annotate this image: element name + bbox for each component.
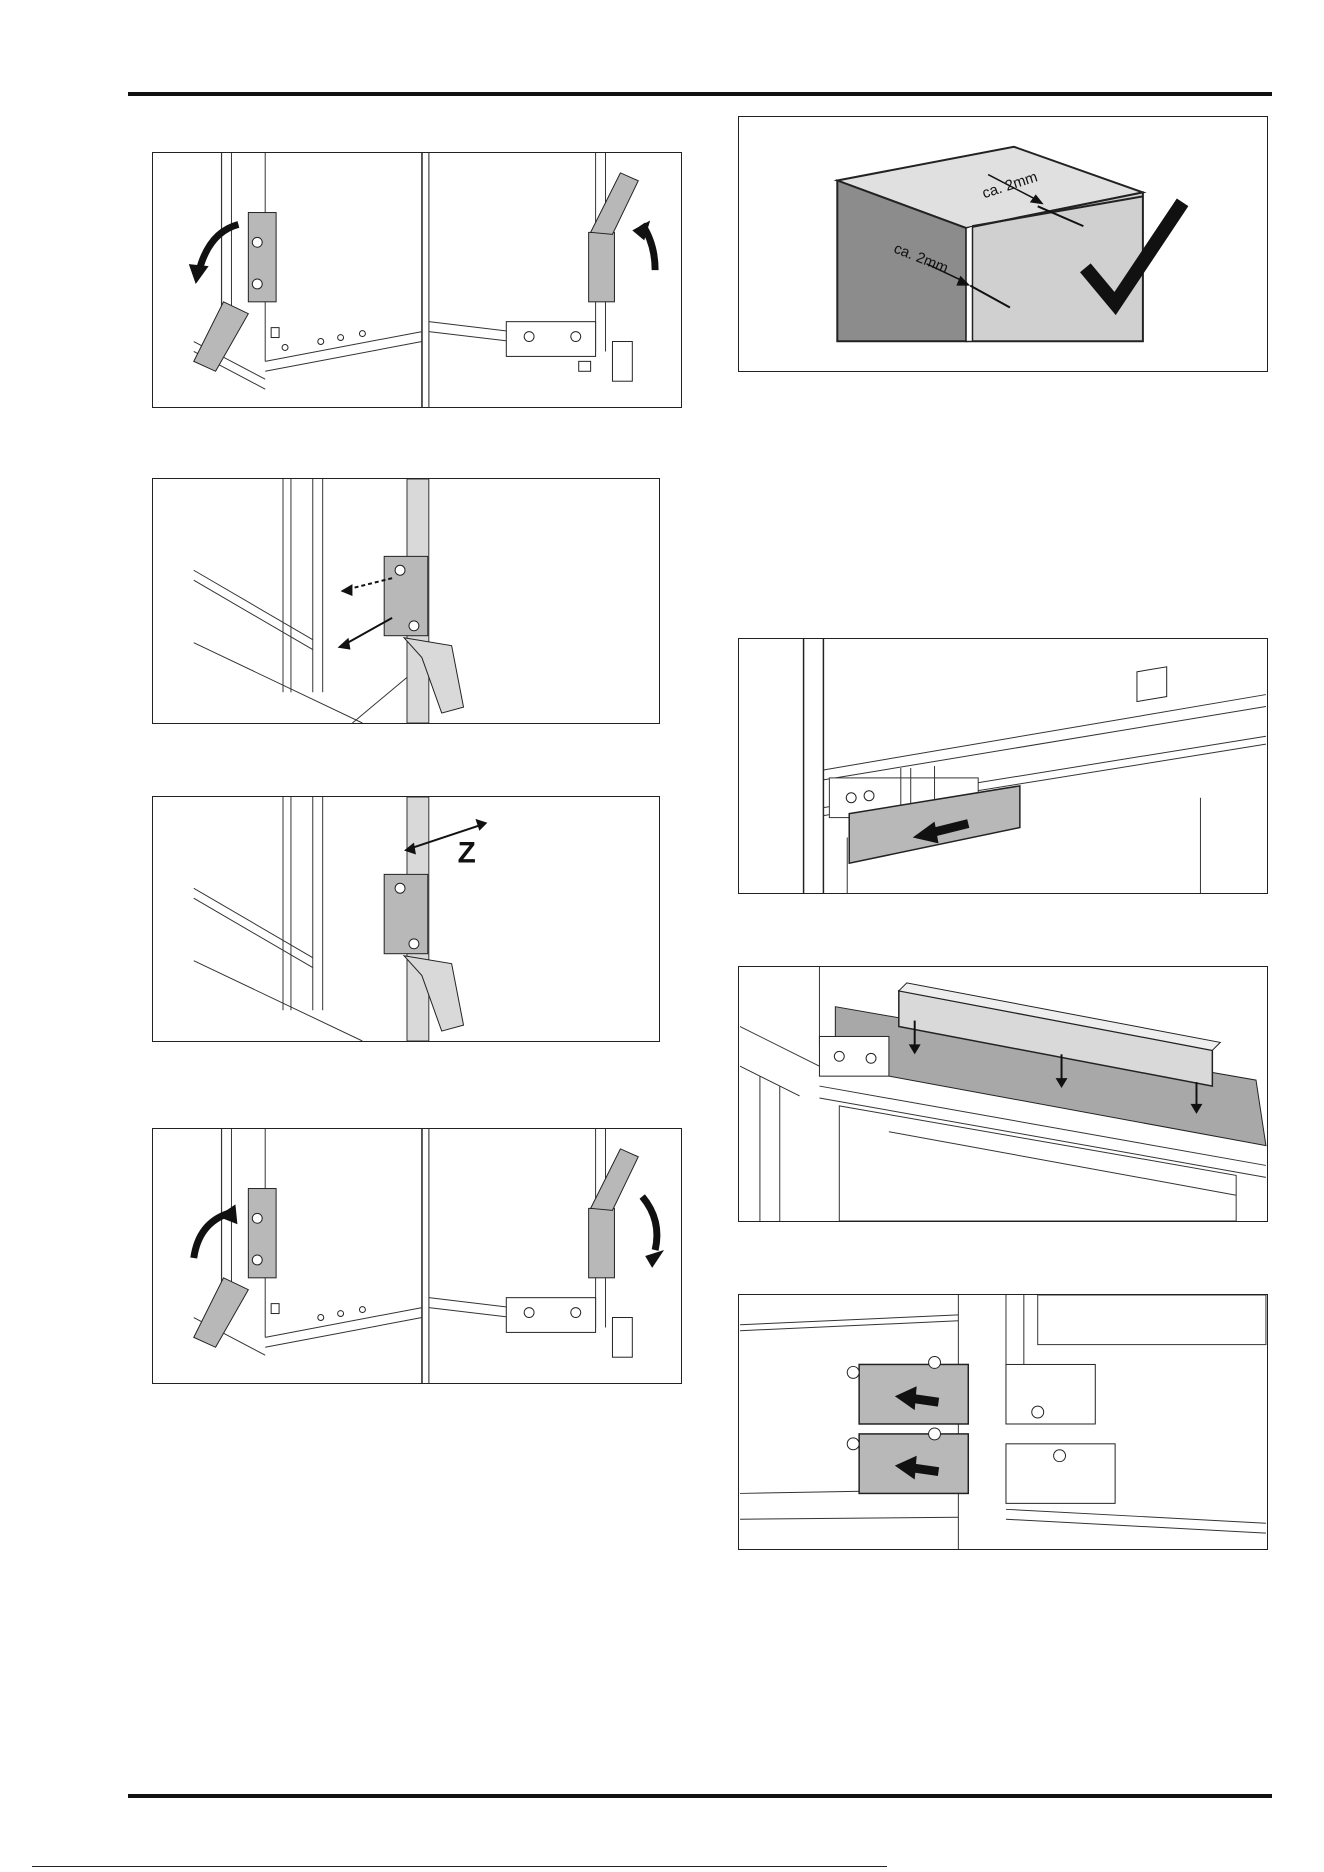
footer-rule <box>128 1794 1272 1798</box>
figure-hinge-alignment <box>152 478 660 724</box>
cover-insertion-illustration <box>739 639 1267 893</box>
top-strip-illustration <box>739 967 1267 1221</box>
footer-hairline <box>32 1866 887 1867</box>
figure-refit-hinge-cover <box>152 1128 682 1384</box>
header-rule <box>128 92 1272 96</box>
figure-top-strip-fitting <box>738 966 1268 1222</box>
z-axis-label: Z <box>458 836 476 869</box>
figure-gap-check: ca. 2mm ca. 2mm <box>738 116 1268 372</box>
hinge-cover-removal-illustration <box>153 153 681 407</box>
figure-hinge-covers <box>738 1294 1268 1550</box>
hinge-cover-refit-illustration <box>153 1129 681 1383</box>
z-adjustment-illustration: Z <box>153 797 659 1041</box>
gap-check-illustration: ca. 2mm ca. 2mm <box>739 117 1267 371</box>
hinge-alignment-illustration <box>153 479 659 723</box>
figure-z-adjustment: Z <box>152 796 660 1042</box>
figure-cover-insertion <box>738 638 1268 894</box>
figure-remove-hinge-cover <box>152 152 682 408</box>
hinge-covers-illustration <box>739 1295 1267 1549</box>
